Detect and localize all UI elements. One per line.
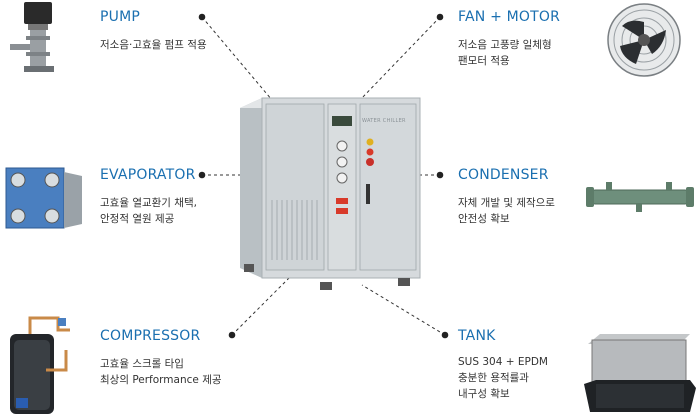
chiller-gauge-1 — [336, 140, 348, 152]
chiller-caster-2 — [320, 282, 332, 290]
dot-condenser — [436, 171, 444, 179]
condenser-title: CONDENSER — [458, 167, 549, 183]
leader-tank — [361, 284, 446, 336]
pump-desc-line-1: 저소음·고효율 펌프 적용 — [100, 39, 207, 51]
compressor-desc-line-2: 최상의 Performance 제공 — [100, 374, 222, 386]
dot-compressor — [228, 331, 236, 339]
leader-lines — [201, 16, 446, 336]
pump-description: 저소음·고효율 펌프 적용 — [100, 37, 207, 53]
chiller-indicator-1 — [336, 198, 348, 204]
chiller-indicator-2 — [336, 208, 348, 214]
compressor-illustration — [10, 316, 70, 414]
dot-pump — [198, 13, 206, 21]
chiller-left-door — [265, 103, 325, 271]
chiller-caster-3 — [398, 278, 410, 286]
chiller-vents — [271, 200, 318, 260]
tank-desc-line-1: SUS 304 + EPDM — [458, 356, 548, 368]
fan-motor-description: 저소음 고풍량 일체형 팬모터 적용 — [458, 37, 552, 69]
dot-tank — [441, 331, 449, 339]
condenser-desc-line-2: 안전성 확보 — [458, 213, 510, 225]
tank-desc-line-3: 내구성 확보 — [458, 388, 510, 400]
dot-evaporator — [198, 171, 206, 179]
chiller-lamp-2 — [366, 148, 374, 156]
fan-motor-illustration — [607, 3, 681, 77]
tank-desc-line-2: 충분한 용적률과 — [458, 372, 529, 384]
dot-fan-motor — [436, 13, 444, 21]
condenser-desc-line-1: 자체 개발 및 제작으로 — [458, 197, 555, 209]
chiller-side-panel — [240, 98, 262, 278]
evaporator-title: EVAPORATOR — [100, 167, 196, 183]
evaporator-illustration — [5, 167, 82, 229]
tank-title: TANK — [458, 328, 496, 344]
leader-fan-motor — [359, 16, 441, 101]
chiller-brand-label: WATER CHILLER — [362, 118, 406, 124]
water-chiller-unit — [240, 97, 421, 290]
evaporator-desc-line-1: 고효율 열교환기 채택, — [100, 197, 197, 209]
compressor-title: COMPRESSOR — [100, 328, 201, 344]
compressor-desc-line-1: 고효율 스크롤 타입 — [100, 358, 184, 370]
chiller-door-handle — [366, 184, 370, 204]
chiller-gauge-2 — [336, 156, 348, 168]
pump-illustration — [10, 2, 54, 72]
chiller-emergency-button — [366, 158, 374, 166]
chiller-gauge-3 — [336, 172, 348, 184]
chiller-caster-1 — [244, 264, 254, 272]
condenser-illustration — [586, 182, 694, 212]
leader-compressor — [231, 274, 293, 336]
tank-illustration — [584, 334, 696, 412]
fan-motor-title: FAN + MOTOR — [458, 9, 561, 25]
chiller-display — [332, 116, 352, 126]
fan-motor-desc-line-2: 팬모터 적용 — [458, 55, 510, 67]
leader-pump — [201, 16, 273, 101]
leader-dots — [198, 13, 449, 339]
pump-title: PUMP — [100, 9, 141, 25]
chiller-lamp-1 — [366, 138, 374, 146]
compressor-description: 고효율 스크롤 타입 최상의 Performance 제공 — [100, 356, 222, 388]
fan-motor-desc-line-1: 저소음 고풍량 일체형 — [458, 39, 552, 51]
evaporator-desc-line-2: 안정적 열원 제공 — [100, 213, 175, 225]
condenser-description: 자체 개발 및 제작으로 안전성 확보 — [458, 195, 555, 227]
tank-description: SUS 304 + EPDM 충분한 용적률과 내구성 확보 — [458, 354, 548, 402]
chiller-control-strip — [327, 103, 357, 271]
evaporator-description: 고효율 열교환기 채택, 안정적 열원 제공 — [100, 195, 197, 227]
